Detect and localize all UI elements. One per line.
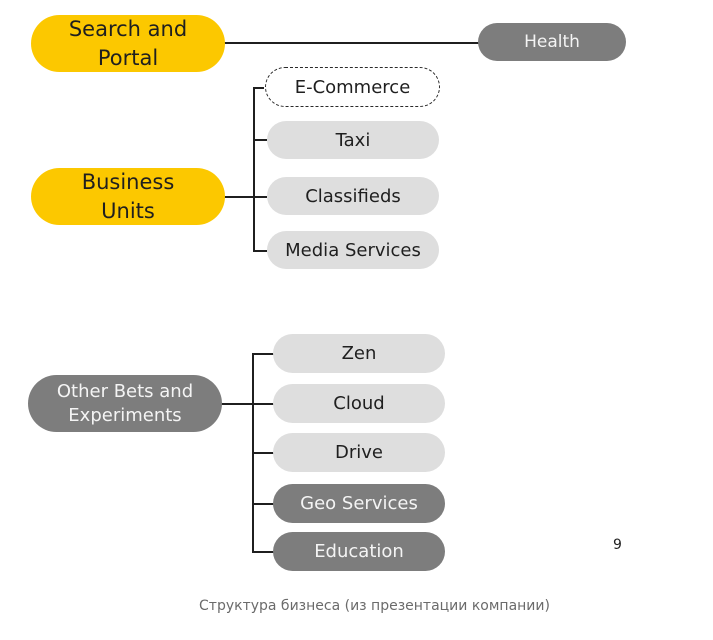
connector-search-health	[224, 42, 480, 44]
node-label: Education	[314, 541, 404, 562]
node-label: Cloud	[333, 393, 385, 414]
node-label-line1: Business	[81, 169, 175, 194]
connector-business-trunk	[224, 196, 254, 198]
figure-caption: Структура бизнеса (из презентации компан…	[199, 598, 550, 614]
page-number: 9	[613, 537, 622, 553]
node-label-line1: Search and	[68, 16, 188, 41]
node-label: Drive	[335, 442, 383, 463]
node-label: Health	[524, 32, 580, 52]
node-zen: Zen	[273, 334, 445, 373]
node-label: Geo Services	[300, 493, 418, 514]
node-label: Zen	[341, 343, 377, 364]
node-media-services: Media Services	[267, 231, 439, 269]
connector-other-trunk	[221, 403, 253, 405]
connector-branch	[253, 87, 264, 89]
node-label-line2: Units	[101, 198, 155, 223]
node-drive: Drive	[273, 433, 445, 472]
node-label: E-Commerce	[294, 76, 411, 98]
connector-branch	[252, 503, 274, 505]
node-taxi: Taxi	[267, 121, 439, 159]
node-label-line2: Portal	[97, 45, 159, 70]
connector-branch	[253, 139, 267, 141]
node-business-units: Business Units	[31, 168, 225, 225]
connector-branch	[253, 250, 267, 252]
connector-branch	[252, 452, 274, 454]
node-cloud: Cloud	[273, 384, 445, 423]
node-search-and-portal: Search and Portal	[31, 15, 225, 72]
node-e-commerce: E-Commerce	[265, 67, 440, 107]
node-classifieds: Classifieds	[267, 177, 439, 215]
connector-branch	[252, 551, 274, 553]
node-geo-services: Geo Services	[273, 484, 445, 523]
connector-branch	[253, 196, 267, 198]
connector-branch	[252, 403, 274, 405]
node-other-bets: Other Bets and Experiments	[28, 375, 222, 432]
node-label: Media Services	[285, 239, 421, 261]
node-label: Classifieds	[305, 185, 401, 207]
node-label-line2: Experiments	[68, 404, 182, 426]
node-label-line1: Other Bets and	[56, 380, 194, 402]
connector-branch	[252, 353, 274, 355]
node-health: Health	[478, 23, 626, 61]
node-education: Education	[273, 532, 445, 571]
connector-business-vertical	[253, 87, 255, 251]
node-label: Taxi	[335, 129, 371, 151]
